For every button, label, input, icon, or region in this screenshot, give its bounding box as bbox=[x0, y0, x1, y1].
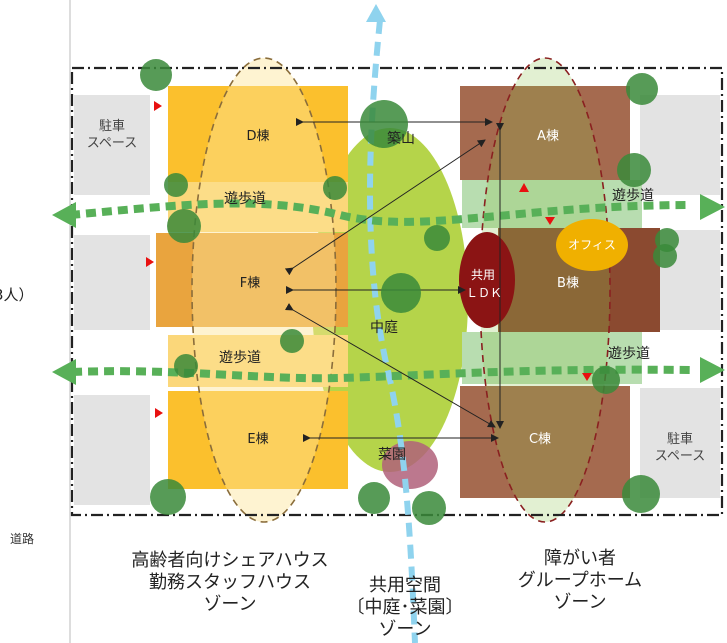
tree-8 bbox=[280, 329, 304, 353]
zone-common-line1: 共用空間 bbox=[369, 575, 441, 596]
arrow-f-a bbox=[284, 139, 486, 276]
trees bbox=[140, 59, 679, 525]
tree-10 bbox=[150, 479, 186, 515]
label-b-building: B棟 bbox=[557, 276, 579, 291]
zone-caption-disabled: 障がい者 グループホーム ゾーン bbox=[505, 548, 655, 614]
zone-elderly-line3: ゾーン bbox=[203, 594, 257, 615]
label-e-building: E棟 bbox=[247, 432, 268, 447]
tree-18 bbox=[622, 475, 660, 513]
tree-4 bbox=[323, 176, 347, 200]
walkway-upper-right-arrow bbox=[700, 194, 725, 220]
arrow-f-c bbox=[284, 303, 496, 428]
grey-block-left-mid bbox=[74, 235, 150, 330]
label-parking-right-line1: 駐車 bbox=[667, 432, 693, 447]
zone-caption-common: 共用空間 〔中庭･菜園〕 ゾーン bbox=[345, 575, 465, 641]
entrance-marker-a bbox=[519, 183, 529, 192]
parking-area-left bbox=[74, 95, 150, 195]
zone-common-line3: ゾーン bbox=[378, 619, 432, 640]
label-c-building: C棟 bbox=[529, 432, 551, 447]
walkway-path-lower bbox=[71, 365, 691, 383]
label-d-building: D棟 bbox=[246, 129, 269, 144]
grey-block-left-low bbox=[74, 395, 150, 505]
label-garden: 菜園 bbox=[378, 447, 406, 463]
label-parking-right-line2: スペース bbox=[655, 449, 705, 464]
label-walkway-right-upper: 遊歩道 bbox=[612, 188, 654, 204]
entrance-marker-d bbox=[154, 101, 162, 111]
zone-disabled-line3: ゾーン bbox=[553, 592, 607, 613]
tree-9 bbox=[174, 354, 198, 378]
zone-disabled-line2: グループホーム bbox=[517, 570, 643, 591]
walkway-lower-right-arrow bbox=[700, 357, 725, 383]
tree-11 bbox=[358, 482, 390, 514]
tree-7 bbox=[381, 273, 421, 313]
tree-6 bbox=[424, 225, 450, 251]
zone-caption-elderly: 高齢者向けシェアハウス 勤務スタッフハウス ゾーン bbox=[110, 550, 350, 616]
tree-14 bbox=[617, 153, 651, 187]
tree-3 bbox=[167, 209, 201, 243]
building-a bbox=[460, 86, 630, 180]
zone-elderly-line1: 高齢者向けシェアハウス bbox=[131, 550, 329, 571]
tree-5 bbox=[360, 100, 408, 148]
label-a-building: A棟 bbox=[537, 129, 559, 144]
zone-disabled-line1: 障がい者 bbox=[544, 548, 616, 569]
walkway-path-upper bbox=[69, 199, 691, 226]
tree-1 bbox=[140, 59, 172, 91]
entrance-marker-f bbox=[146, 257, 154, 267]
entrance-marker-e bbox=[155, 408, 163, 418]
walkway-upper-left-arrow bbox=[52, 202, 76, 228]
walkway-lower-left-arrow bbox=[52, 359, 76, 385]
entrance-marker-c bbox=[582, 373, 592, 381]
label-walkway-left-lower: 遊歩道 bbox=[219, 350, 261, 366]
label-f-building: F棟 bbox=[240, 276, 260, 291]
label-office: オフィス bbox=[568, 238, 616, 252]
entrance-marker-b bbox=[545, 217, 555, 225]
garden-ellipse bbox=[382, 441, 438, 489]
label-parking-left-line1: 駐車 bbox=[99, 119, 125, 134]
label-shared-ldk-line1: 共用 bbox=[471, 268, 495, 282]
label-courtyard: 中庭 bbox=[370, 319, 398, 336]
tree-2 bbox=[164, 173, 188, 197]
label-shared-ldk-line2: ＬＤＫ bbox=[466, 286, 502, 300]
label-road: 道路 bbox=[10, 531, 34, 546]
label-cut-text: 3人） bbox=[0, 286, 34, 304]
label-tsukiyama: 築山 bbox=[387, 131, 415, 147]
tree-12 bbox=[412, 491, 446, 525]
label-parking-left-line2: スペース bbox=[87, 136, 137, 151]
central-axis-arrowhead bbox=[366, 4, 386, 22]
disabled-zone-ellipse bbox=[479, 57, 611, 523]
label-walkway-left-upper: 遊歩道 bbox=[224, 191, 266, 207]
label-walkway-right-lower: 遊歩道 bbox=[608, 346, 650, 362]
tree-13 bbox=[626, 73, 658, 105]
office-ellipse bbox=[556, 219, 628, 271]
zone-elderly-line2: 勤務スタッフハウス bbox=[149, 572, 311, 593]
grey-block-right-top bbox=[640, 95, 720, 195]
zone-common-line2: 〔中庭･菜園〕 bbox=[346, 597, 464, 618]
tree-16 bbox=[653, 244, 677, 268]
site-boundary bbox=[70, 66, 724, 517]
tree-17 bbox=[592, 366, 620, 394]
entrance-markers bbox=[146, 101, 592, 418]
